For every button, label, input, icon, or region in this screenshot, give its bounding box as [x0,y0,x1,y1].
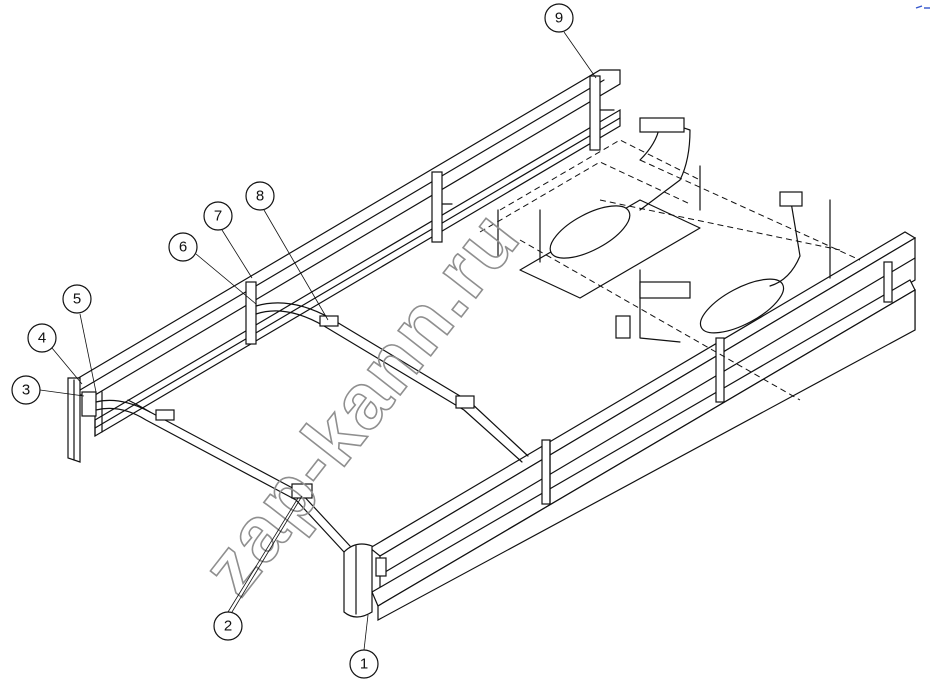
front-side-rail [368,231,917,622]
callout-4: 4 [27,323,83,385]
svg-text:1: 1 [360,656,368,673]
callout-1: 1 [349,614,379,679]
svg-text:9: 9 [555,10,563,27]
callout-9: 9 [544,3,597,79]
cross-tube-frame [95,302,529,553]
callout-7: 7 [203,201,253,279]
callout-8: 8 [245,181,329,321]
svg-text:4: 4 [38,330,46,347]
callout-2: 2 [213,495,303,641]
svg-text:5: 5 [73,291,81,308]
callout-6: 6 [168,232,257,305]
callout-3: 3 [11,375,85,405]
rear-end-plate [67,377,97,463]
front-corner-post [343,543,387,618]
svg-text:7: 7 [214,208,222,225]
corner-mark [915,5,930,9]
callout-5: 5 [62,284,97,393]
svg-text:6: 6 [179,239,187,256]
rear-side-rail [74,69,621,438]
seat-frame [479,117,861,401]
svg-text:2: 2 [224,618,232,635]
svg-text:8: 8 [256,188,264,205]
svg-text:3: 3 [22,382,30,399]
